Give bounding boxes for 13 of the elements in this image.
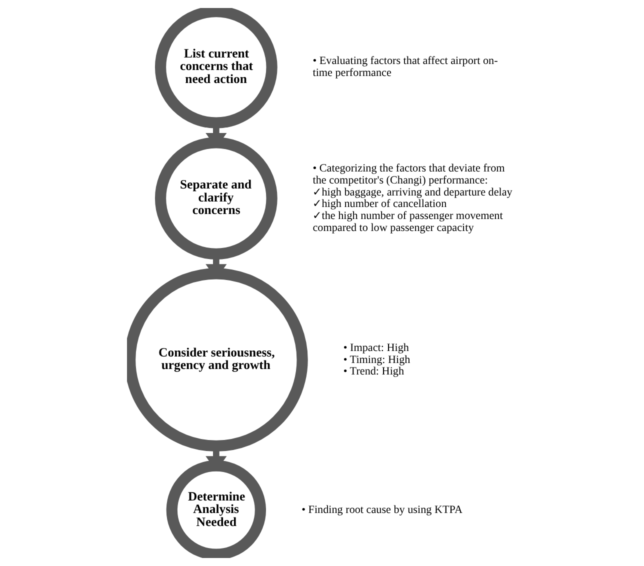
- node-label: • Evaluating factors that affect airport on-time performance: [312, 55, 498, 80]
- node-label: • Timing: High: [343, 354, 410, 366]
- node-label: ✓the high number of passenger movement compared to low passenger capacity: [312, 210, 503, 234]
- node-label: ✓high baggage, arriving and departure delay: [312, 186, 512, 198]
- node-circle: List current concerns that need action: [154, 8, 278, 128]
- node-label: • Trend: High: [343, 366, 404, 378]
- node-label: ✓high number of cancellation: [312, 198, 447, 210]
- node-label: • Categorizing the factors that deviate from the competitor's (Changi) performance:: [312, 162, 505, 186]
- node-circle: Separate and clarify concerns: [154, 137, 278, 260]
- node-label: • Impact: High: [343, 342, 409, 354]
- node-circle: Consider seriousness, urgency and growth: [127, 268, 308, 452]
- node-circle: Determine Analysis Needed: [166, 460, 266, 558]
- node-label: • Finding root cause by using KTPA: [302, 504, 462, 516]
